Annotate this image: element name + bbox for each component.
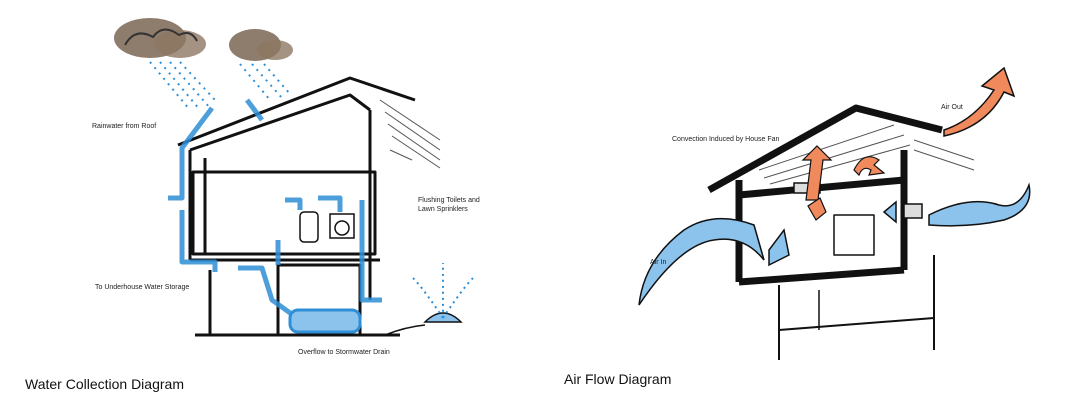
sprinkler-icon <box>384 263 474 336</box>
flushing-label: Flushing Toilets and Lawn Sprinklers <box>418 197 480 213</box>
rain-drops <box>149 61 291 111</box>
overflow-label: Overflow to Stormwater Drain <box>298 349 390 356</box>
air-out-arrow <box>943 66 1016 137</box>
water-diagram-caption: Water Collection Diagram <box>25 376 184 392</box>
underhouse-label: To Underhouse Water Storage <box>95 284 190 291</box>
air-diagram-caption: Air Flow Diagram <box>564 371 672 387</box>
cloud-icon <box>114 18 206 58</box>
cloud-icon <box>229 29 293 61</box>
roof-hatching <box>379 99 441 169</box>
water-pipes <box>168 98 382 328</box>
toilet-icon <box>299 211 355 243</box>
air-in-label: Air In <box>650 259 667 266</box>
convection-arrow <box>801 145 886 221</box>
air-in-arrow <box>638 217 790 306</box>
air-flow-diagram: Air Out Convection Induced by House Fan … <box>534 0 1068 402</box>
convection-label: Convection Induced by House Fan <box>672 136 780 143</box>
water-collection-diagram: Rainwater from Roof Flushing Toilets and… <box>25 18 480 392</box>
rainwater-label: Rainwater from Roof <box>92 123 157 130</box>
roof-hatching <box>758 124 975 185</box>
air-out-label: Air Out <box>941 104 963 111</box>
water-collection-sketch <box>114 18 474 337</box>
air-in-arrow <box>882 182 1031 227</box>
air-flow-sketch <box>638 66 1031 360</box>
water-tank <box>288 308 362 334</box>
house-outline <box>177 76 416 337</box>
